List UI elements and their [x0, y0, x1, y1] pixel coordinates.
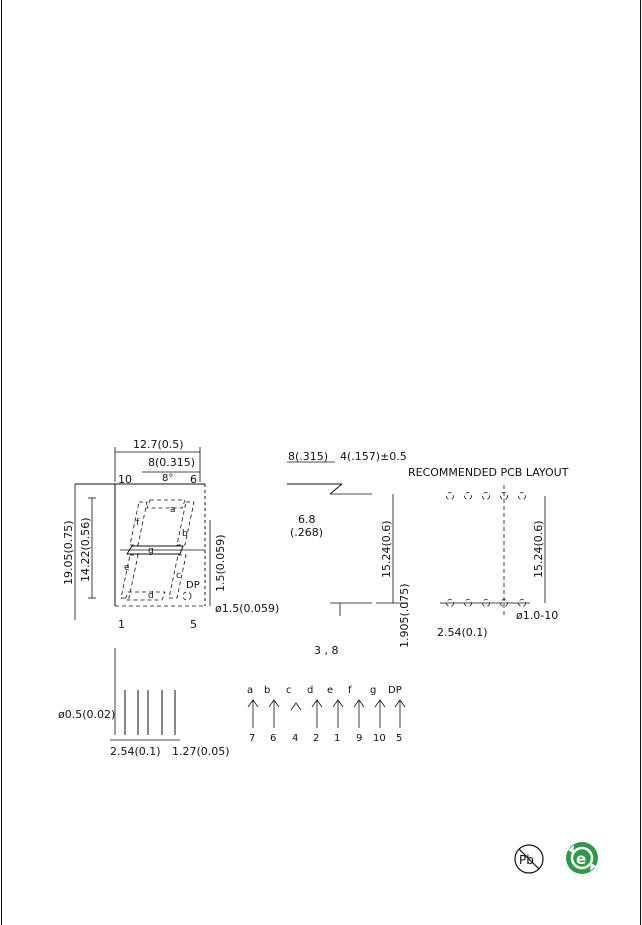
dim-digit-height: 14.22(0.56) — [79, 517, 92, 582]
model-label: 3 , 8 — [314, 644, 339, 657]
dim-side-top-b: 4(.157)±0.5 — [340, 450, 407, 463]
pcb-title: RECOMMENDED PCB LAYOUT — [408, 466, 569, 479]
pinmap-seg-e: e — [327, 685, 333, 696]
seven-segment-digit — [120, 499, 205, 601]
segment-f-shape — [129, 501, 148, 546]
segment-e-label: e — [124, 563, 130, 573]
segment-a-label: a — [170, 505, 176, 515]
pinmap-seg-f: f — [348, 685, 352, 696]
pinmap-pin-dp: 5 — [396, 733, 402, 744]
dim-pin-offset: 1.905(.075) — [398, 583, 411, 648]
pinmap-pin-e: 1 — [334, 733, 340, 744]
pin-map: a b c d e f g DP 7 6 4 2 1 9 10 5 — [247, 685, 406, 744]
pcb-row-spacing: 15.24(0.6) — [532, 520, 545, 578]
dim-height-total: 19.05(0.75) — [62, 520, 75, 585]
pin-label-5: 5 — [190, 618, 197, 631]
pcb-hole-size: ø1.0-10 — [516, 609, 558, 622]
dim-pin-pitch: 2.54(0.1) — [110, 745, 161, 758]
pinmap-seg-dp: DP — [388, 685, 402, 696]
pin-label-6: 6 — [190, 473, 197, 486]
segment-c-label: c — [176, 571, 181, 581]
segment-b-shape — [176, 501, 195, 546]
segment-g-shape — [126, 545, 184, 555]
segment-g-label: g — [148, 546, 154, 556]
pinmap-pin-f: 9 — [356, 733, 362, 744]
dim-side-top-a: 8(.315) — [288, 450, 328, 463]
pcb-pitch: 2.54(0.1) — [437, 626, 488, 639]
dim-pin-half-pitch: 1.27(0.05) — [172, 745, 230, 758]
dim-dp-diameter: ø1.5(0.059) — [215, 602, 279, 615]
pinmap-pin-d: 2 — [313, 733, 319, 744]
pb-free-icon: Pb — [514, 844, 544, 874]
pinmap-seg-c: c — [286, 685, 292, 696]
segment-f-label: f — [136, 518, 140, 528]
slant-angle-label: 8° — [162, 473, 173, 484]
pcb-top-holes — [446, 492, 526, 500]
segment-a-shape — [146, 499, 186, 509]
side-view: 8(.315) 4(.157)±0.5 6.8 (.268) 15.24(0.6… — [287, 450, 411, 657]
eco-text: e — [576, 850, 586, 868]
dim-side-thickness-b: (.268) — [290, 526, 323, 539]
decimal-point-shape — [182, 591, 192, 601]
front-view: 12.7(0.5) 8(0.315) 10 6 8° 19.05(0.75) 1… — [58, 438, 279, 758]
pinmap-pin-c: 4 — [292, 733, 298, 744]
pinmap-pin-a: 7 — [249, 733, 255, 744]
segment-b-label: b — [182, 529, 188, 539]
segment-d-shape — [124, 591, 166, 601]
dim-side-thickness-a: 6.8 — [298, 513, 316, 526]
segment-d-label: d — [148, 591, 154, 601]
pinmap-seg-b: b — [264, 685, 270, 696]
pinmap-pin-b: 6 — [270, 733, 276, 744]
segment-c-shape — [168, 554, 187, 599]
dim-width-total: 12.7(0.5) — [133, 438, 184, 451]
segment-e-shape — [120, 554, 139, 599]
pinmap-seg-g: g — [370, 685, 376, 696]
dim-seg-width: 1.5(0.059) — [214, 534, 227, 592]
pin-label-10: 10 — [118, 473, 132, 486]
dp-label: DP — [186, 580, 200, 591]
dim-row-spacing: 15.24(0.6) — [380, 520, 393, 578]
pinmap-pin-g: 10 — [373, 733, 386, 744]
eco-recycle-icon: e — [566, 842, 598, 874]
pinmap-seg-d: d — [307, 685, 313, 696]
pin-label-1: 1 — [118, 618, 125, 631]
pb-free-text: Pb — [519, 853, 534, 867]
pcb-layout: RECOMMENDED PCB LAYOUT 15.24(0.6) ø1.0-1… — [408, 466, 569, 639]
dim-inner-width: 8(0.315) — [148, 456, 195, 469]
pinmap-seg-a: a — [247, 685, 253, 696]
dim-pin-diameter: ø0.5(0.02) — [58, 708, 115, 721]
